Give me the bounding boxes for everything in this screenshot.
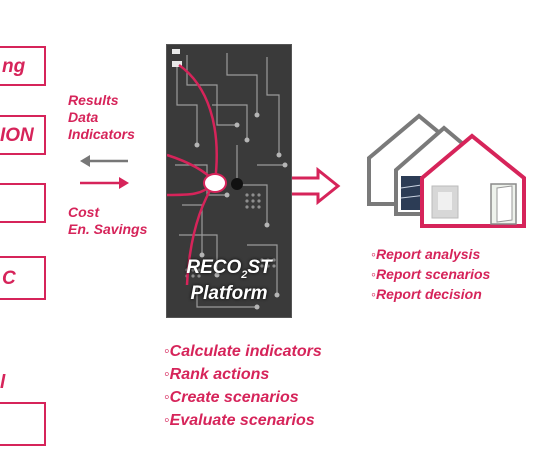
platform-name-subscript: 2 xyxy=(241,268,248,281)
report-item-scenarios-text: Report scenarios xyxy=(375,266,491,282)
arrow-left-icon xyxy=(80,155,128,167)
action-rank-actions-text: Rank actions xyxy=(169,366,270,383)
report-item-decision: Report decision xyxy=(371,284,490,304)
left-box-1-label: ng xyxy=(2,56,26,77)
action-create-scenarios: Create scenarios xyxy=(164,386,322,409)
inputs-label-data: Data xyxy=(68,109,99,125)
report-item-analysis-text: Report analysis xyxy=(375,246,481,262)
inputs-label: Results Data Indicators xyxy=(68,92,135,143)
platform-actions-list: Calculate indicators Rank actions Create… xyxy=(164,340,322,432)
action-calculate-indicators-text: Calculate indicators xyxy=(169,343,322,360)
left-box-2-label: ION xyxy=(0,125,34,146)
report-item-analysis: Report analysis xyxy=(371,244,490,264)
left-box-2 xyxy=(0,115,46,155)
left-box-3 xyxy=(0,183,46,223)
action-rank-actions: Rank actions xyxy=(164,363,322,386)
left-stray-text: l xyxy=(0,372,6,393)
arrow-right-icon xyxy=(80,177,129,189)
action-evaluate-scenarios-text: Evaluate scenarios xyxy=(169,412,315,429)
report-item-decision-text: Report decision xyxy=(375,286,482,302)
action-calculate-indicators: Calculate indicators xyxy=(164,340,322,363)
left-box-5 xyxy=(0,402,46,446)
platform-name-prefix: RECO xyxy=(186,257,242,278)
platform-name: RECO2ST xyxy=(167,257,291,281)
platform-subtitle: Platform xyxy=(190,283,268,304)
platform-circuit-board: RECO2ST Platform xyxy=(166,44,292,318)
report-item-scenarios: Report scenarios xyxy=(371,264,490,284)
report-list: Report analysis Report scenarios Report … xyxy=(371,244,490,304)
action-create-scenarios-text: Create scenarios xyxy=(169,389,299,406)
outputs-label: Cost En. Savings xyxy=(68,204,147,238)
left-box-4-label: C xyxy=(2,268,16,289)
inputs-label-indicators: Indicators xyxy=(68,126,135,142)
left-box-4 xyxy=(0,256,46,300)
outputs-label-savings: En. Savings xyxy=(68,221,148,237)
circuit-board-icon xyxy=(167,49,288,310)
left-box-1 xyxy=(0,46,46,86)
outputs-label-cost: Cost xyxy=(68,204,100,220)
houses-icon xyxy=(367,113,526,228)
platform-name-suffix: ST xyxy=(247,257,272,278)
inputs-label-results: Results xyxy=(68,92,119,108)
action-evaluate-scenarios: Evaluate scenarios xyxy=(164,409,322,432)
